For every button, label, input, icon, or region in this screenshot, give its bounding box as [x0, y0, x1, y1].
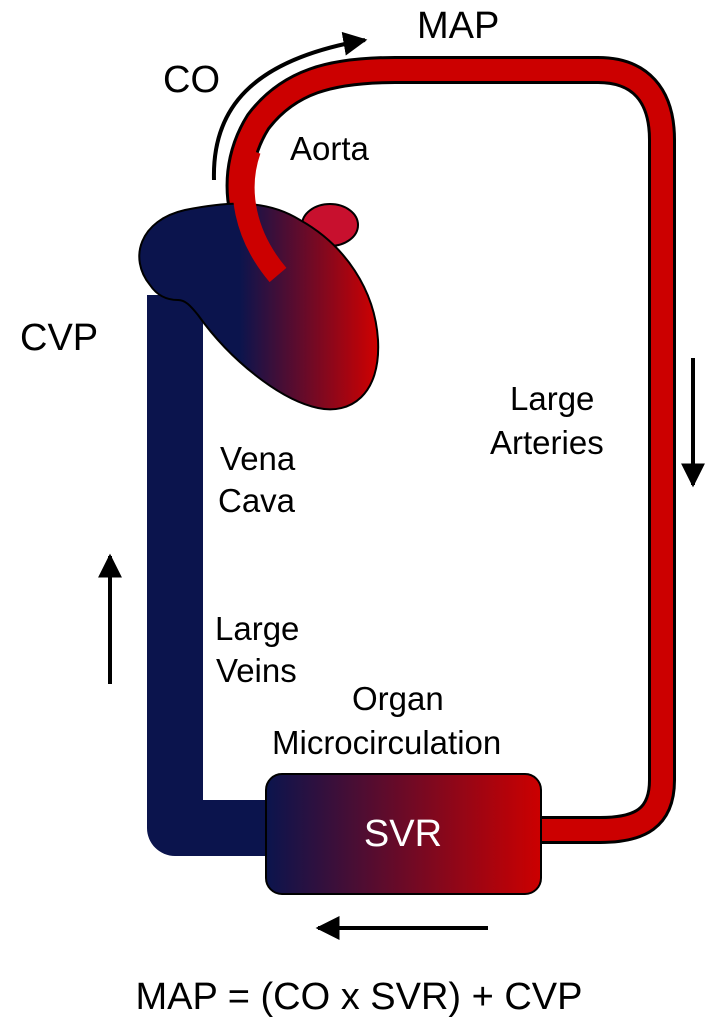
- organ-microcirculation-label-line1: Organ: [352, 680, 444, 717]
- heart: [138, 202, 380, 411]
- vena-cava-label-line2: Cava: [218, 482, 296, 519]
- aorta-label: Aorta: [290, 130, 370, 167]
- organ-microcirculation-label-line2: Microcirculation: [272, 724, 501, 761]
- large-arteries-label-line1: Large: [510, 380, 594, 417]
- co-label: CO: [163, 59, 220, 101]
- svr-box: [265, 773, 542, 895]
- map-equation: MAP = (CO x SVR) + CVP: [136, 976, 583, 1018]
- map-label: MAP: [417, 5, 499, 47]
- large-veins-label-line1: Large: [215, 610, 299, 647]
- vena-cava-label-line1: Vena: [220, 440, 296, 477]
- co-flow-arrow: [211, 31, 368, 181]
- vein-vessel: [147, 295, 278, 856]
- svr-label: SVR: [364, 813, 442, 855]
- large-veins-label-line2: Veins: [216, 652, 297, 689]
- large-arteries-label-line2: Arteries: [490, 424, 604, 461]
- cvp-label: CVP: [20, 317, 98, 359]
- aorta-root: [232, 146, 287, 283]
